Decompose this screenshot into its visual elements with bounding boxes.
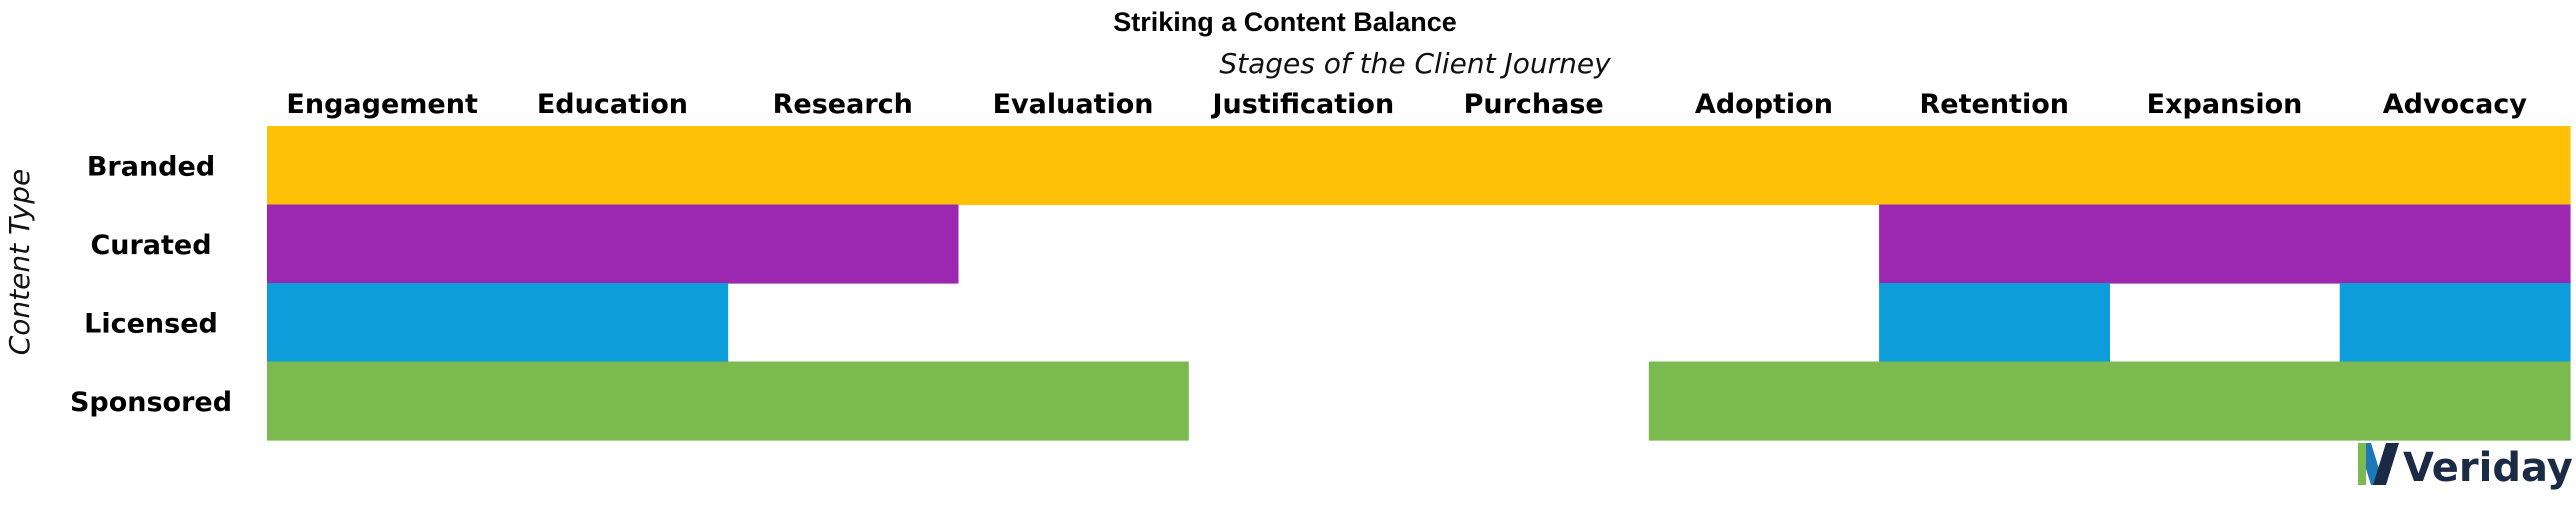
cell-licensed-education [497,283,729,363]
column-label: Adoption [1695,89,1833,120]
logo-v-accent [2358,443,2366,485]
cell-sponsored-advocacy [2339,361,2571,441]
logo-wordmark: Veriday [2403,445,2573,491]
cell-branded-retention [1879,126,2110,206]
column-label: Retention [1920,89,2069,120]
column-labels: Engagement Education Research Evaluation Jus… [286,89,2527,120]
logo-v-right-stroke [2373,443,2399,485]
cell-curated-research [727,204,959,284]
cell-licensed-engagement [267,283,498,363]
column-label: Purchase [1464,89,1604,120]
cell-curated-engagement [267,204,498,284]
column-label: Education [537,89,688,120]
column-label: Research [773,89,913,120]
column-label: Advocacy [2383,89,2528,120]
cell-sponsored-adoption [1648,361,1880,441]
row-label: Curated [90,230,211,261]
cell-curated-education [497,204,729,284]
row-label: Branded [87,151,215,182]
cell-branded-adoption [1648,126,1880,206]
y-axis-title: Content Type [3,169,36,356]
cell-sponsored-retention [1879,361,2110,441]
cell-curated-retention [1879,204,2110,284]
column-label: Engagement [286,89,478,120]
cell-curated-advocacy [2339,204,2571,284]
cell-sponsored-engagement [267,361,498,441]
cell-branded-evaluation [957,126,1189,206]
cell-licensed-retention [1879,283,2110,363]
cell-curated-expansion [2109,204,2341,284]
row-label: Sponsored [70,387,232,418]
cell-sponsored-expansion [2109,361,2341,441]
cell-branded-advocacy [2339,126,2571,206]
x-axis-title: Stages of the Client Journey [1219,47,1611,80]
chart-title: Striking a Content Balance [1113,7,1457,37]
veriday-logo: Veriday [2358,443,2573,491]
column-label: Evaluation [993,89,1154,120]
column-label: Expansion [2147,89,2303,120]
cell-branded-research [727,126,959,206]
cell-branded-education [497,126,729,206]
cell-sponsored-evaluation [957,361,1189,441]
column-label: Justification [1211,89,1395,120]
row-label: Licensed [84,308,218,339]
cell-licensed-advocacy [2339,283,2571,363]
cell-sponsored-education [497,361,729,441]
veriday-v-logo-icon [2358,443,2399,485]
cell-branded-justification [1188,126,1420,206]
cell-branded-engagement [267,126,498,206]
cell-sponsored-research [727,361,959,441]
cell-branded-purchase [1418,126,1650,206]
cell-branded-expansion [2109,126,2341,206]
cells [267,126,2571,441]
